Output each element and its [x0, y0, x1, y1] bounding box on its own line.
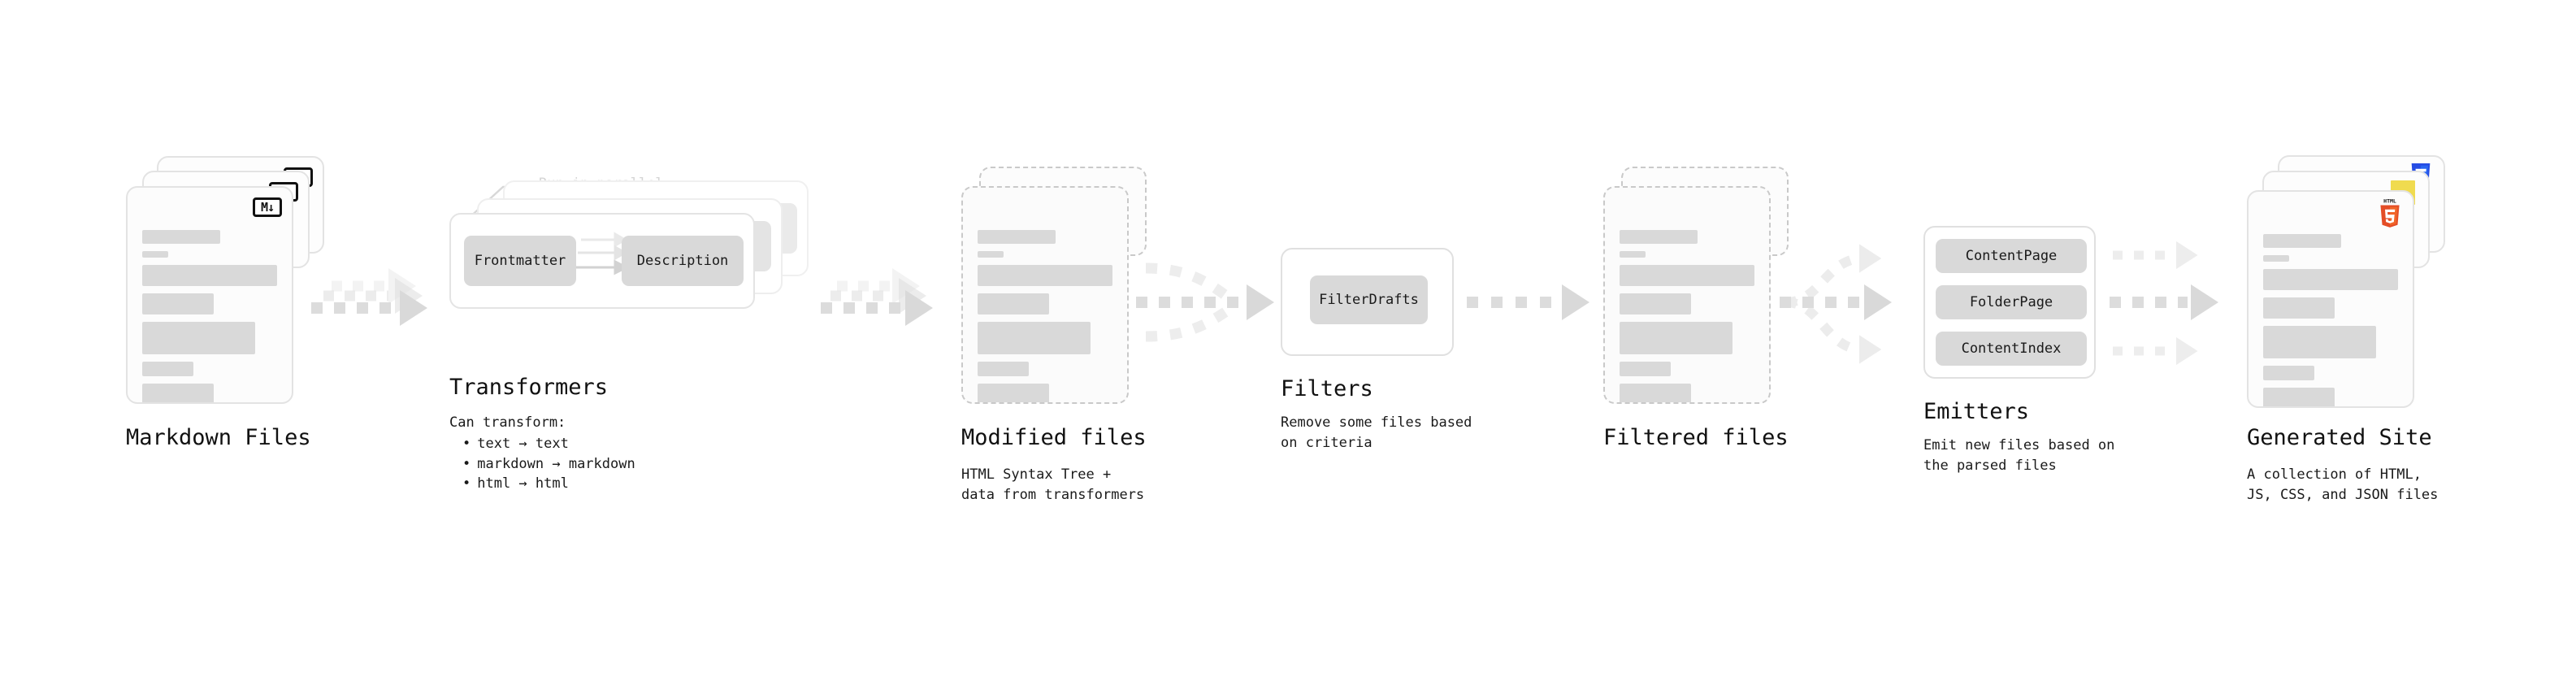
- connector-filters-to-filtered: [1467, 284, 1589, 320]
- caption-filtered-files: Filtered files: [1603, 425, 1789, 450]
- connector-transformers-to-modified: [821, 268, 933, 326]
- connector-emitters-to-site: [2110, 241, 2218, 366]
- chip-contentindex: ContentIndex: [1936, 332, 2087, 366]
- transformer-internal-arrows: [573, 232, 630, 275]
- chip-filterdrafts: FilterDrafts: [1310, 275, 1428, 324]
- chip-folderpage: FolderPage: [1936, 285, 2087, 319]
- caption-generated-site: Generated Site: [2247, 425, 2432, 450]
- modified-files-subtitle: HTML Syntax Tree + data from transformer…: [961, 466, 1145, 503]
- transformers-list: text → text markdown → markdown html → h…: [449, 434, 635, 494]
- emitters-group: ContentPage FolderPage ContentIndex: [1923, 226, 2096, 379]
- placeholder-lines: [142, 230, 277, 402]
- transformer-group-front: Frontmatter Description: [449, 213, 755, 309]
- list-item: markdown → markdown: [462, 454, 635, 475]
- filters-subtitle: Remove some files based on criteria: [1281, 414, 1472, 451]
- caption-transformers: Transformers: [449, 375, 609, 400]
- caption-modified-files: Modified files: [961, 425, 1147, 450]
- emitters-subtitle: Emit new files based on the parsed files: [1923, 437, 2115, 474]
- caption-markdown-files: Markdown Files: [126, 425, 311, 450]
- html5-badge-word: HTML: [2383, 197, 2396, 204]
- file-card-front: [961, 186, 1129, 404]
- connector-md-to-transformers: [311, 268, 427, 326]
- chip-contentpage: ContentPage: [1936, 239, 2087, 273]
- connector-modified-to-filters: [1136, 262, 1274, 342]
- caption-filters: Filters: [1281, 376, 1373, 401]
- file-card-front: HTML: [2247, 190, 2414, 408]
- placeholder-lines: [1620, 230, 1754, 402]
- placeholder-lines: [978, 230, 1112, 402]
- list-item: text → text: [462, 434, 635, 454]
- transformers-subtitle: Can transform:: [449, 414, 566, 431]
- caption-emitters: Emitters: [1923, 399, 2030, 424]
- file-card-front: M↓: [126, 186, 293, 404]
- chip-description: Description: [622, 236, 744, 286]
- markdown-badge: M↓: [253, 197, 282, 217]
- file-card-front: [1603, 186, 1771, 404]
- filters-group: FilterDrafts: [1281, 248, 1454, 356]
- html5-badge: HTML: [2377, 197, 2403, 228]
- chip-frontmatter: Frontmatter: [464, 236, 576, 286]
- connector-filtered-to-emitters: [1780, 244, 1892, 364]
- list-item: html → html: [462, 474, 635, 494]
- generated-site-subtitle: A collection of HTML, JS, CSS, and JSON …: [2247, 466, 2439, 503]
- placeholder-lines: [2263, 234, 2398, 406]
